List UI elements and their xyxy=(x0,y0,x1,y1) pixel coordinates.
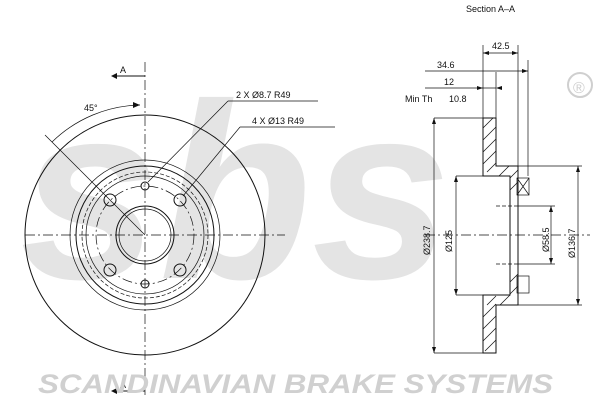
section-view: 42.5 34.6 12 Min Th 10.8 Ø238.7 Ø125 xyxy=(405,41,590,354)
registered-mark: ® xyxy=(573,80,585,97)
section-arrow-top xyxy=(111,73,117,79)
dim-overall-height: 42.5 xyxy=(492,41,510,51)
section-arrow-bottom xyxy=(111,388,117,394)
hub-detail-top xyxy=(516,177,530,196)
leader-bolt-holes xyxy=(182,126,241,197)
hat-inner xyxy=(85,175,205,295)
front-view: 45° A A 2 X Ø8.7 R49 4 X Ø13 R49 xyxy=(24,62,335,395)
angle-arc xyxy=(51,104,141,143)
locating-hole xyxy=(140,279,150,289)
dim-thickness: 12 xyxy=(444,77,454,87)
hat-hidden-edge xyxy=(81,171,209,299)
hole-pitch-circle xyxy=(95,185,195,285)
dim-hat-diameter: Ø136.7 xyxy=(567,228,577,258)
registered-mark-circle xyxy=(567,72,593,98)
leader-small-holes xyxy=(147,100,229,183)
bolt-hole xyxy=(173,193,187,207)
angle-arrow xyxy=(133,102,140,108)
hub-detail-bottom xyxy=(516,275,530,294)
dim-offset: 34.6 xyxy=(437,60,455,70)
company-watermark: SCANDINAVIAN BRAKE SYSTEMS xyxy=(38,369,553,399)
hat-outer xyxy=(75,165,215,305)
bolt-hole xyxy=(173,263,187,277)
min-thickness-label: Min Th xyxy=(405,94,432,104)
angle-ray xyxy=(44,134,146,236)
section-label: Section A–A xyxy=(466,4,515,14)
disc-outer-edge xyxy=(24,114,266,356)
center-bore xyxy=(115,205,175,265)
friction-ring-inner xyxy=(69,159,221,311)
section-hatching xyxy=(482,117,519,352)
min-thickness-value: 10.8 xyxy=(449,94,467,104)
bolt-hole xyxy=(103,263,117,277)
dim-outer-diameter: Ø238.7 xyxy=(422,225,432,255)
dim-center-bore: Ø58.5 xyxy=(541,227,551,252)
callout-bolt-holes: 4 X Ø13 R49 xyxy=(252,116,304,126)
section-mark-top: A xyxy=(120,65,126,75)
locating-hole xyxy=(140,181,150,191)
angle-label: 45° xyxy=(84,103,98,113)
disc-section-profile xyxy=(482,117,519,354)
bolt-hole xyxy=(103,193,117,207)
callout-small-holes: 2 X Ø8.7 R49 xyxy=(236,90,291,100)
center-bore-inner xyxy=(118,208,172,262)
dim-hub-diameter: Ø125 xyxy=(444,230,454,252)
section-mark-bottom: A xyxy=(120,380,126,390)
